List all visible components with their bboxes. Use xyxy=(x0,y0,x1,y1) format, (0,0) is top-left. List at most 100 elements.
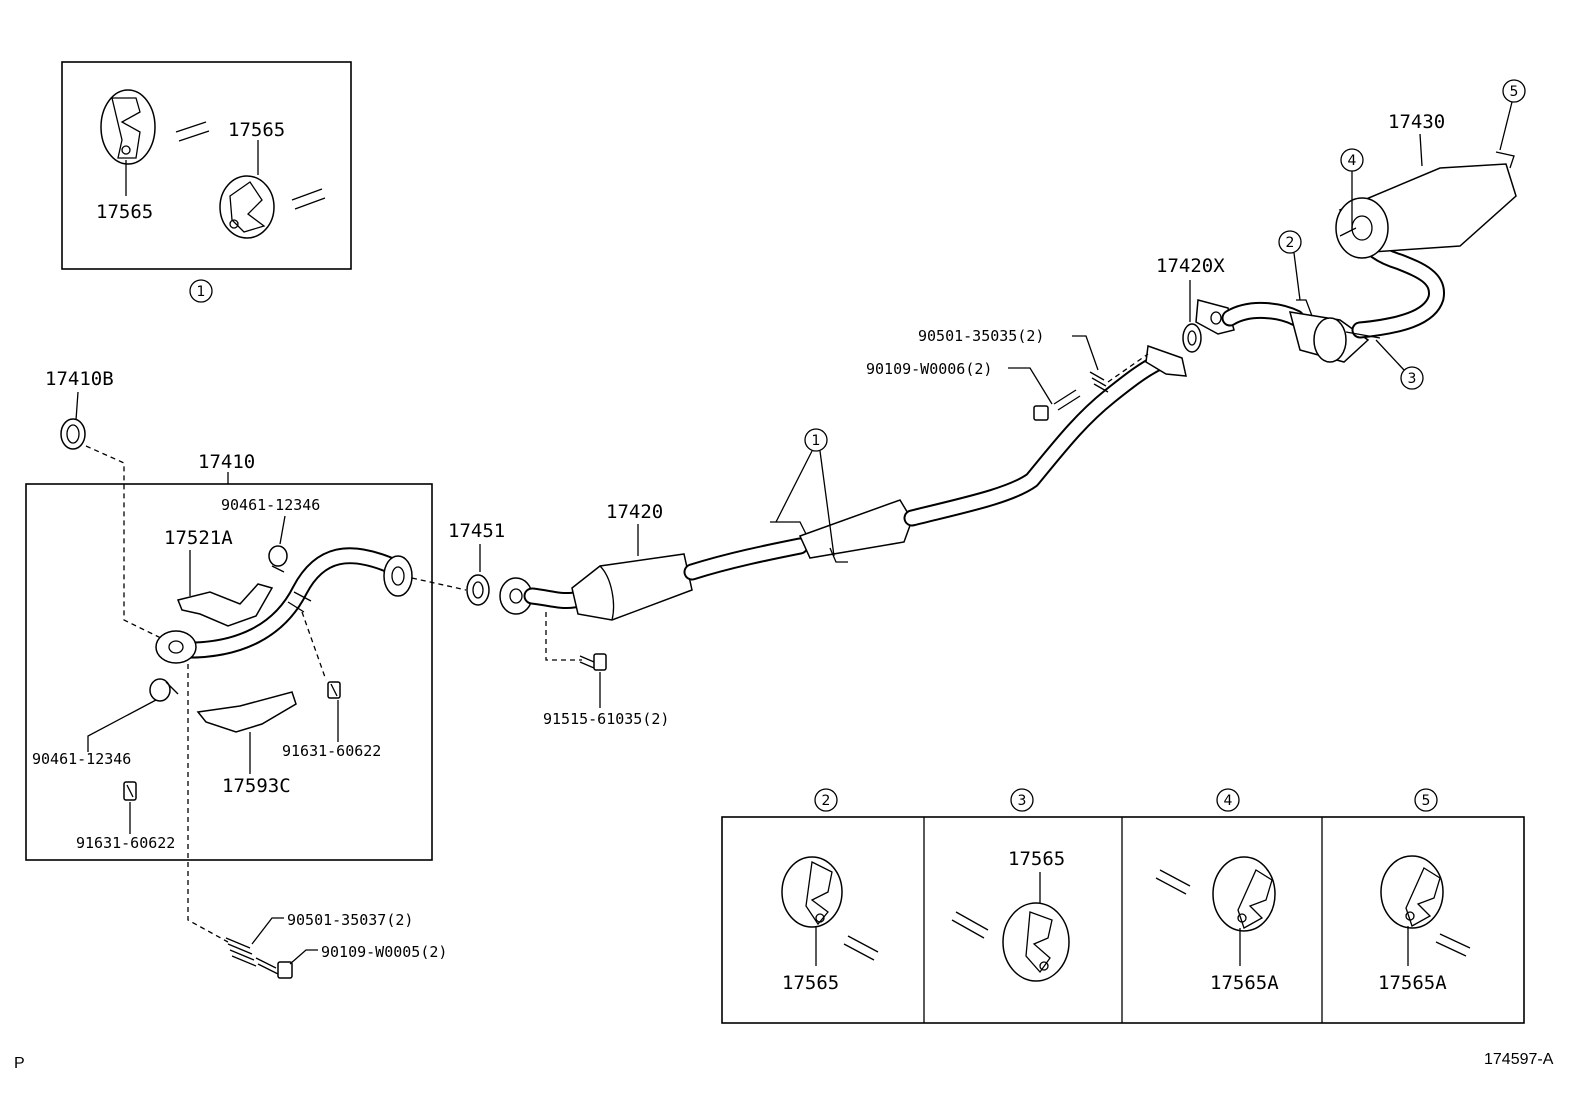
label-17410: 17410 xyxy=(198,451,255,473)
center-pipe-inlet-flange xyxy=(499,577,533,615)
leader-callout-3 xyxy=(1375,339,1405,371)
label-17593C: 17593C xyxy=(222,775,291,797)
inset-box-1 xyxy=(61,61,352,270)
svg-text:1: 1 xyxy=(812,433,821,449)
label-inset1-top: 17565 xyxy=(228,119,285,141)
dash-91631-right xyxy=(301,611,327,681)
svg-text:3: 3 xyxy=(1018,793,1027,809)
hanger-rod-inset1-a xyxy=(175,121,210,142)
hanger-rod-5 xyxy=(1495,151,1515,169)
box-17410 xyxy=(25,483,433,861)
label-inset1-bottom: 17565 xyxy=(96,201,153,223)
label-17430: 17430 xyxy=(1388,111,1445,133)
label-91631-left: 91631-60622 xyxy=(76,834,175,852)
dash-front-flange-bolt xyxy=(187,664,229,943)
leader-17430 xyxy=(1419,133,1423,167)
bolt-90109-W0006 xyxy=(1033,389,1081,421)
label-cell2: 17565 xyxy=(782,972,839,994)
tail-pipe-flange xyxy=(1195,299,1235,335)
hanger-icon-cell2 xyxy=(781,856,843,928)
hanger-icon-cell3 xyxy=(1002,902,1070,982)
callout-3-tail: 3 xyxy=(1400,366,1424,390)
label-17521A: 17521A xyxy=(164,527,233,549)
callout-2-tail: 2 xyxy=(1278,230,1302,254)
callout-1-center: 1 xyxy=(804,428,828,452)
center-pipe-hanger-rods xyxy=(770,521,848,563)
hanger-rod-4 xyxy=(1339,227,1357,237)
hanger-rod-inset1-b xyxy=(291,188,326,210)
front-pipe-flange-front xyxy=(155,630,197,664)
svg-text:5: 5 xyxy=(1422,793,1431,809)
dash-90501-35035 xyxy=(1107,353,1149,383)
bolt-91631-left xyxy=(123,781,137,801)
callout-1-below-inset: 1 xyxy=(189,279,213,303)
callout-4-table: 4 xyxy=(1216,788,1240,812)
label-90109-W0006: 90109-W0006(2) xyxy=(866,360,992,378)
footer-mark: P xyxy=(14,1055,25,1072)
sub-muffler xyxy=(1288,311,1370,363)
gasket-17410B xyxy=(60,418,86,450)
callout-3-table: 3 xyxy=(1010,788,1034,812)
label-17420X: 17420X xyxy=(1156,255,1225,277)
clamp-90461-top xyxy=(268,545,288,573)
hanger-rod-cell3 xyxy=(951,911,989,939)
label-cell3: 17565 xyxy=(1008,848,1065,870)
label-90501-35035: 90501-35035(2) xyxy=(918,327,1044,345)
hanger-rod-cell2 xyxy=(843,935,879,961)
gasket-17420X xyxy=(1182,323,1202,353)
label-91515-61035: 91515-61035(2) xyxy=(543,710,669,728)
hanger-icon-cell4 xyxy=(1212,856,1276,932)
spring-90501-35035 xyxy=(1089,371,1109,393)
callout-2-table: 2 xyxy=(814,788,838,812)
bolt-91631-right xyxy=(327,681,341,699)
label-90501-35037: 90501-35037(2) xyxy=(287,911,413,929)
center-pipe-outlet-flange xyxy=(1145,344,1187,377)
clamp-90461-left xyxy=(149,678,179,702)
leader-90109-W0006 xyxy=(1008,367,1053,405)
leader-90501-35035 xyxy=(1072,335,1099,371)
svg-text:2: 2 xyxy=(1286,235,1295,251)
label-90461-left: 90461-12346 xyxy=(32,750,131,768)
hanger-rod-cell4 xyxy=(1155,869,1191,895)
leader-90461-left xyxy=(87,699,157,752)
front-pipe-flange-rear xyxy=(383,555,413,597)
label-cell4: 17565A xyxy=(1210,972,1279,994)
svg-text:2: 2 xyxy=(822,793,831,809)
hanger-icon-cell5 xyxy=(1380,855,1444,929)
label-cell5: 17565A xyxy=(1378,972,1447,994)
resonator-17420 xyxy=(798,499,913,559)
main-muffler-17430 xyxy=(1335,163,1517,259)
catalytic-converter-17420 xyxy=(571,553,693,621)
bolt-91515-61035 xyxy=(579,653,607,671)
leader-90501-35037 xyxy=(251,917,284,945)
svg-text:3: 3 xyxy=(1408,371,1417,387)
svg-text:1: 1 xyxy=(197,284,206,300)
callout-4-tail: 4 xyxy=(1340,148,1364,172)
leader-callout-2 xyxy=(1293,252,1301,301)
hanger-icon-inset1-a xyxy=(100,89,156,165)
label-17451: 17451 xyxy=(448,520,505,542)
hanger-rod-3 xyxy=(1345,331,1381,339)
callout-5-tail: 5 xyxy=(1502,79,1526,103)
dash-17410B-flange xyxy=(85,445,166,641)
hanger-rod-2 xyxy=(1296,299,1313,317)
hanger-rod-cell5 xyxy=(1435,933,1471,957)
leader-17410B xyxy=(75,391,79,421)
leader-callout-1-center xyxy=(775,450,835,557)
diagram-code: 174597-A xyxy=(1484,1051,1554,1068)
dash-17451 xyxy=(411,577,467,591)
bolt-90109-W0005 xyxy=(255,957,293,979)
label-91631-right: 91631-60622 xyxy=(282,742,381,760)
label-17420: 17420 xyxy=(606,501,663,523)
label-90461-top: 90461-12346 xyxy=(221,496,320,514)
dash-91515 xyxy=(545,612,582,661)
svg-text:4: 4 xyxy=(1348,153,1357,169)
leader-90109-W0005 xyxy=(289,949,318,965)
callout-5-table: 5 xyxy=(1414,788,1438,812)
hanger-table-dividers xyxy=(923,817,1323,1023)
heat-insulator-17521A xyxy=(176,583,274,627)
hanger-table xyxy=(721,816,1525,1024)
leader-90461-top xyxy=(279,515,286,545)
